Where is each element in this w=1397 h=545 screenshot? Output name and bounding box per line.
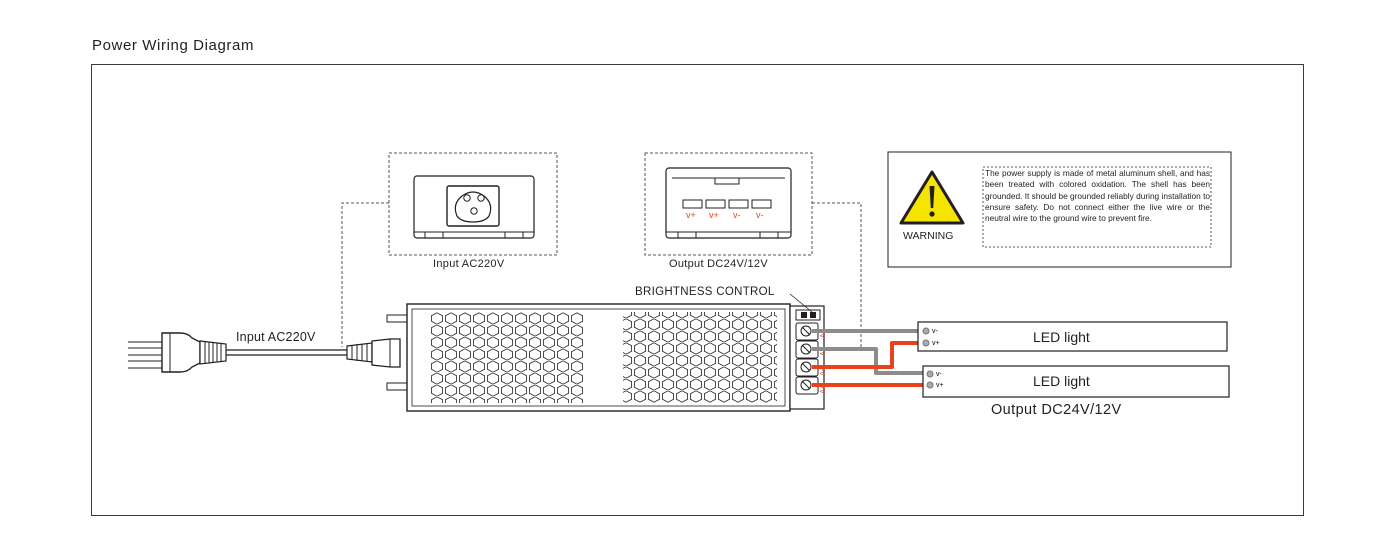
output-panel: v+ v+ v- v- — [644, 152, 813, 256]
strip-pin-label: v+ — [936, 382, 944, 389]
input-panel — [388, 152, 558, 256]
driver-terminal-marks: -V -V +V +V — [818, 331, 825, 394]
vent-grille — [623, 312, 777, 403]
terminal-label: v+ — [686, 210, 696, 220]
terminal-label: v- — [756, 210, 764, 220]
iec-socket-icon — [446, 185, 500, 227]
terminal-mark: +V — [818, 367, 825, 376]
brightness-control-label: BRIGHTNESS CONTROL — [635, 286, 775, 298]
terminal-mark: -V — [818, 349, 825, 356]
strip-pin-label: v- — [936, 371, 943, 378]
terminal-mark: -V — [818, 331, 825, 338]
strip-pin-label: v- — [932, 328, 939, 335]
callout-lines — [341, 202, 862, 348]
output-panel-caption: Output DC24V/12V — [669, 258, 768, 270]
led-light-label: LED light — [1033, 329, 1090, 345]
output-terminal-block: v+ v+ v- v- — [682, 199, 772, 220]
terminal-label: v+ — [709, 210, 719, 220]
wire-negative-2 — [812, 347, 926, 375]
led-light-label: LED light — [1033, 373, 1090, 389]
cord-strain-relief — [346, 338, 401, 368]
led-strip-2: v- v+ — [922, 365, 1230, 398]
warning-text: The power supply is made of metal alumin… — [985, 168, 1210, 224]
diagram-frame — [91, 64, 1304, 516]
strip-pin-label: v+ — [932, 340, 940, 347]
warning-label: WARNING — [903, 230, 954, 242]
warning-triangle-icon — [899, 170, 965, 225]
warning-box — [887, 151, 1232, 268]
terminal-label: v- — [733, 210, 741, 220]
output-wires — [812, 329, 926, 387]
brightness-leader — [789, 293, 813, 313]
terminal-mark: +V — [818, 385, 825, 394]
power-plug — [128, 332, 227, 373]
cord-label: Input AC220V — [236, 330, 316, 344]
input-panel-caption: Input AC220V — [433, 258, 505, 270]
led-driver: -V -V +V +V — [386, 293, 825, 412]
led-strip-1: v- v+ — [917, 321, 1228, 352]
power-cord — [226, 349, 347, 356]
vent-grille — [430, 312, 584, 403]
page-title: Power Wiring Diagram — [92, 37, 255, 54]
wire-positive-1 — [812, 341, 918, 369]
output-label: Output DC24V/12V — [991, 402, 1122, 418]
